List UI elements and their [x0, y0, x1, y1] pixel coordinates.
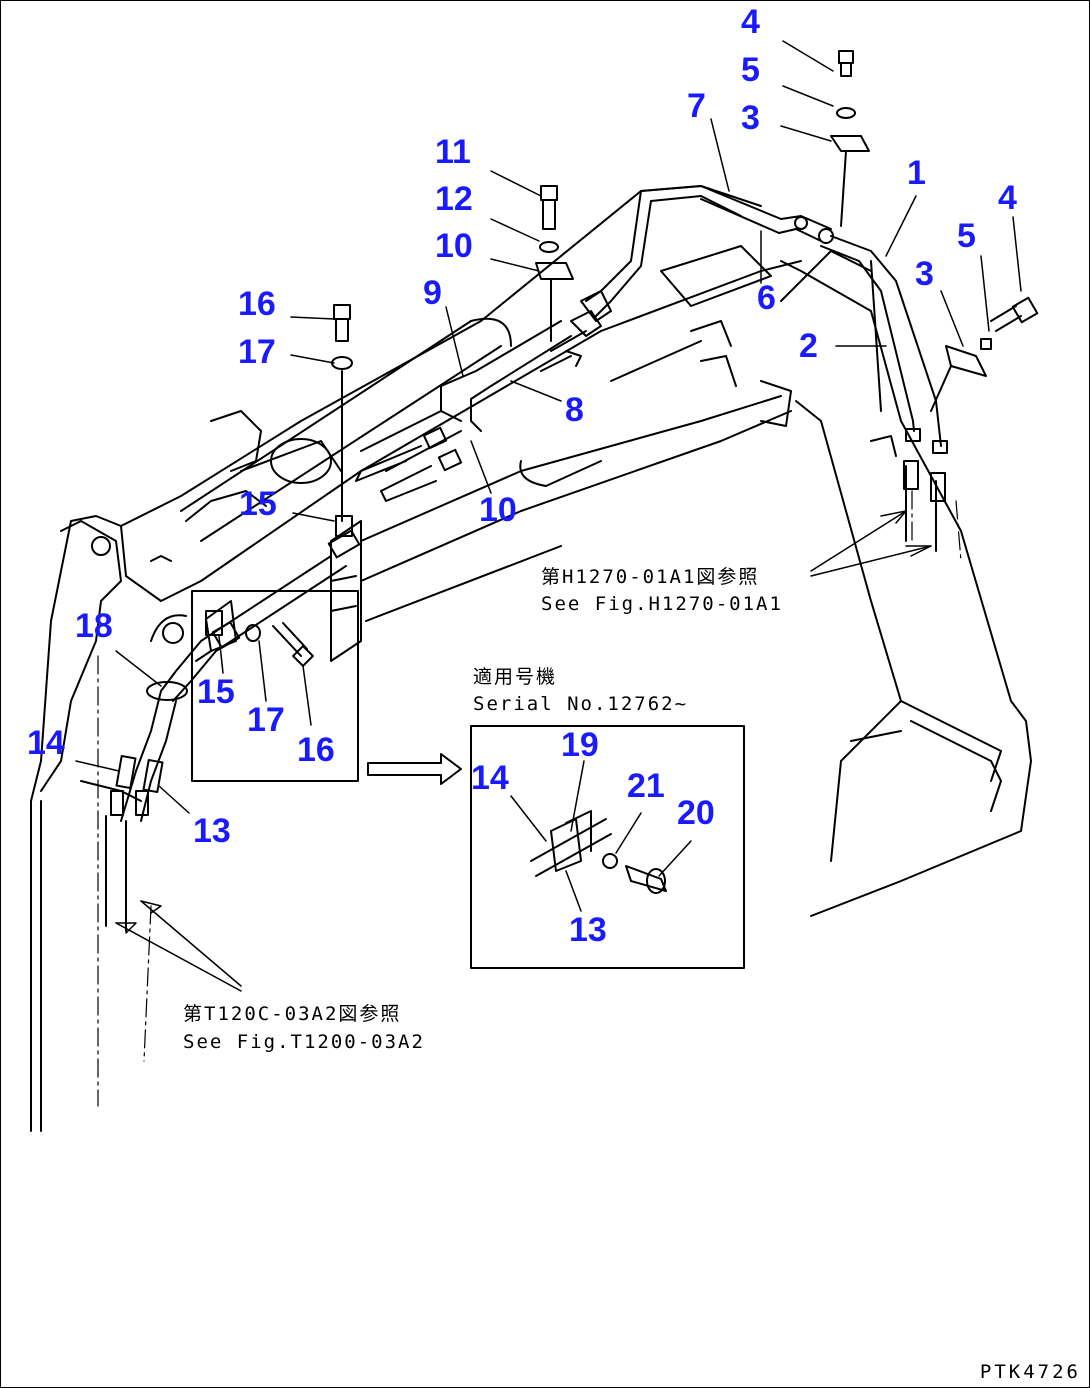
ref-note-t1200-en: See Fig.T1200-03A2 [183, 1031, 425, 1053]
callout-4: 4 [998, 179, 1017, 217]
reference-arrows [115, 510, 932, 992]
callout-15: 15 [197, 673, 235, 711]
callout-3: 3 [741, 99, 760, 137]
hardware-16-17 [331, 304, 353, 522]
callout-7: 7 [687, 87, 706, 125]
callout-6: 6 [757, 279, 776, 317]
detail-arrow [367, 753, 462, 785]
ref-note-h1270-jp: 第H1270-01A1図参照 [541, 566, 760, 588]
ref-note-h1270-en: See Fig.H1270-01A1 [541, 593, 783, 615]
boom-outline [30, 185, 802, 1132]
callout-13: 13 [193, 812, 231, 850]
callout-2: 2 [799, 327, 818, 365]
serial-note-en: Serial No.12762~ [473, 693, 689, 715]
boom-top [360, 245, 872, 622]
boom-foot [780, 260, 1032, 917]
hardware-4-5-3 [830, 50, 1039, 412]
callout-9: 9 [423, 274, 442, 312]
hose-7 [585, 185, 834, 317]
callout-16: 16 [238, 285, 276, 323]
hardware-11-12-10 [535, 185, 582, 367]
callout-19: 19 [561, 726, 599, 764]
callout-8: 8 [565, 391, 584, 429]
figure-id: PTK4726 [979, 1361, 1081, 1383]
ref-note-t1200-jp: 第T120C-03A2図参照 [183, 1003, 402, 1025]
detail-box-2 [470, 725, 745, 969]
callout-5: 5 [957, 217, 976, 255]
serial-note-jp: 適用号機 [473, 666, 558, 688]
callout-10: 10 [479, 491, 517, 529]
callout-16: 16 [297, 731, 335, 769]
callout-20: 20 [677, 794, 715, 832]
callout-15: 15 [239, 485, 277, 523]
arm-cylinder [180, 317, 512, 662]
callout-21: 21 [627, 767, 665, 805]
callout-3: 3 [915, 255, 934, 293]
callout-13: 13 [569, 911, 607, 949]
callout-17: 17 [247, 701, 285, 739]
callout-5: 5 [741, 51, 760, 89]
tube-1-2 [820, 235, 948, 552]
callout-12: 12 [435, 180, 473, 218]
detail-box-1 [191, 590, 359, 782]
callout-14: 14 [471, 759, 509, 797]
callout-11: 11 [435, 133, 471, 171]
callout-1: 1 [907, 154, 926, 192]
center-lines [97, 490, 962, 1107]
leader-lines [75, 40, 1022, 912]
tube-8-9 [355, 290, 612, 502]
callout-14: 14 [27, 724, 65, 762]
callout-4: 4 [741, 3, 760, 41]
callout-10: 10 [435, 227, 473, 265]
tube-down [105, 515, 361, 932]
callout-18: 18 [75, 607, 113, 645]
callout-17: 17 [238, 333, 276, 371]
